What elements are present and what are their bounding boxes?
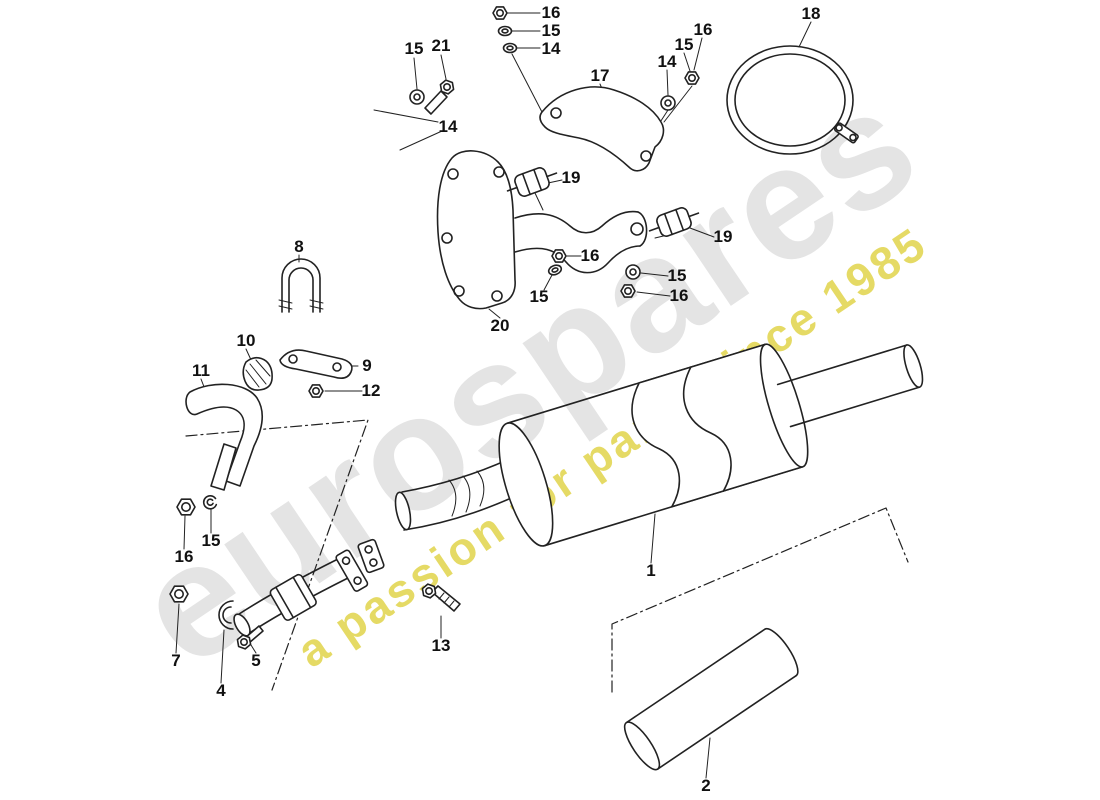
- part-19-rubber-mount-right: [648, 207, 700, 237]
- part-label-10: 10: [236, 331, 256, 350]
- part-label-14: 14: [657, 52, 677, 71]
- part-label-7: 7: [171, 651, 181, 670]
- part-label-16: 16: [693, 20, 713, 39]
- part-label-14: 14: [438, 117, 458, 136]
- part-label-5: 5: [251, 651, 261, 670]
- part-label-18: 18: [801, 4, 821, 23]
- part-13-bolt: [419, 582, 461, 612]
- part-label-19: 19: [561, 168, 581, 187]
- bolt-icon: [424, 78, 457, 115]
- part-label-17: 17: [590, 66, 610, 85]
- washer-icon: [502, 42, 518, 54]
- part-label-8: 8: [294, 237, 304, 256]
- part-label-12: 12: [361, 381, 381, 400]
- washer-icon: [497, 25, 513, 37]
- part-19-rubber-mount-left: [506, 167, 558, 197]
- part-label-9: 9: [362, 356, 372, 375]
- part-label-16: 16: [174, 547, 194, 566]
- part-label-16: 16: [580, 246, 600, 265]
- washer-icon: [660, 95, 676, 111]
- fastener-icons: [176, 6, 700, 516]
- part-9-clamp-strap: [279, 349, 353, 379]
- part-label-11: 11: [192, 361, 210, 380]
- part-label-15: 15: [404, 39, 424, 58]
- part-1-muffler-assembly: [394, 343, 924, 547]
- part-12-nut: [308, 384, 324, 398]
- part-label-15: 15: [667, 266, 687, 285]
- front-pipe-assembly: [233, 538, 385, 637]
- part-4-half-clamp: [218, 600, 234, 630]
- lock-washer-icon: [202, 495, 218, 510]
- washer-icon: [625, 264, 641, 280]
- part-label-1: 1: [646, 561, 656, 580]
- nut-icon: [684, 71, 700, 85]
- part-7-nut: [169, 585, 189, 603]
- nut-icon: [176, 498, 196, 516]
- part-5-bolt: [233, 625, 264, 652]
- part-17-bracket: [539, 86, 665, 172]
- part-label-15: 15: [201, 531, 221, 550]
- part-label-13: 13: [431, 636, 451, 655]
- part-label-14: 14: [541, 39, 561, 58]
- part-8-u-bolt: [278, 258, 324, 313]
- part-label-2: 2: [701, 776, 711, 795]
- part-label-19: 19: [713, 227, 733, 246]
- nut-icon: [620, 284, 636, 298]
- part-label-15: 15: [674, 35, 694, 54]
- washer-icon: [409, 89, 425, 105]
- nut-icon: [551, 249, 567, 263]
- part-label-4: 4: [216, 681, 226, 700]
- nut-icon: [492, 6, 508, 20]
- part-label-16: 16: [541, 3, 561, 22]
- part-label-21: 21: [431, 36, 451, 55]
- part-18-clamp: [726, 45, 859, 155]
- part-label-16: 16: [669, 286, 689, 305]
- part-11-fork-hanger: [185, 383, 263, 491]
- part-label-20: 20: [490, 316, 510, 335]
- part-label-15: 15: [529, 287, 549, 306]
- part-10-rubber-damper: [242, 356, 273, 391]
- part-2-tail-pipe: [623, 627, 799, 771]
- part-20-bracket: [436, 150, 648, 310]
- washer-icon: [546, 262, 564, 278]
- part-label-15: 15: [541, 21, 561, 40]
